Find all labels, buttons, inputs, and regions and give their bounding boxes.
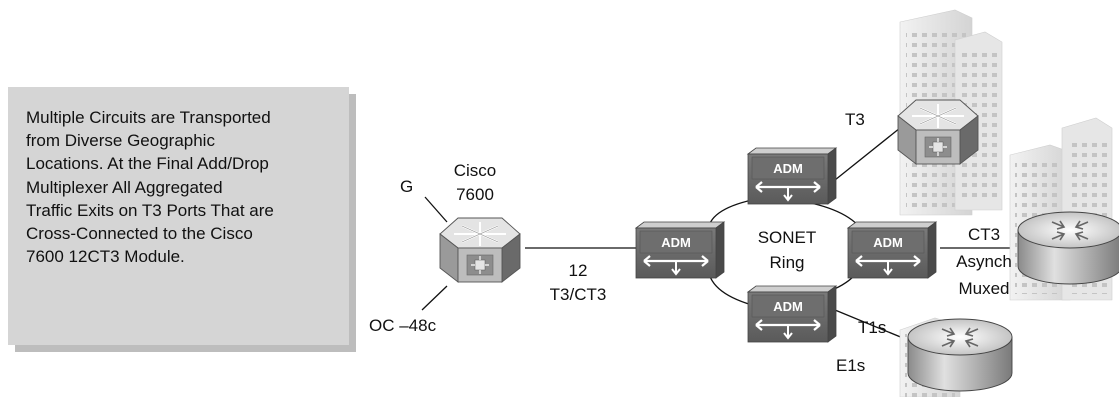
round-router-icon	[907, 318, 1013, 392]
router-title-line2: 7600	[456, 185, 494, 204]
port-oc48c-link	[421, 285, 448, 311]
callout-line: Multiplexer All Aggregated	[26, 177, 223, 197]
ring-label-line1: SONET	[758, 228, 817, 247]
port-label-g: G	[400, 177, 413, 196]
adm-icon	[634, 220, 726, 280]
t1s-label: T1s	[858, 318, 886, 337]
callout-line: Traffic Exits on T3 Ports That are	[26, 200, 274, 220]
router-icon	[439, 217, 521, 283]
description-callout: Multiple Circuits are Transported from D…	[8, 87, 349, 345]
e1s-label: E1s	[836, 356, 865, 375]
switch-icon	[897, 99, 979, 165]
adm-top: ADM	[746, 146, 838, 206]
port-g-link	[424, 196, 448, 223]
callout-line: 7600 12CT3 Module.	[26, 247, 185, 267]
callout-line: from Diverse Geographic	[26, 131, 215, 151]
round-router-icon	[1017, 211, 1119, 285]
adm-icon	[746, 146, 838, 206]
asynch-label: Asynch	[956, 252, 1012, 271]
adm-label: ADM	[873, 235, 903, 250]
callout-line: Locations. At the Final Add/Drop	[26, 154, 269, 174]
muxed-label: Muxed	[958, 279, 1009, 298]
adm-label: ADM	[661, 235, 691, 250]
adm-label: ADM	[773, 299, 803, 314]
t3-label: T3	[845, 110, 865, 129]
adm-left: ADM	[634, 220, 726, 280]
adm-bottom: ADM	[746, 284, 838, 344]
adm-right: ADM	[846, 220, 938, 280]
adm-icon	[846, 220, 938, 280]
trunk-label-line1: 12	[569, 261, 588, 280]
adm-icon	[746, 284, 838, 344]
router-title-line1: Cisco	[454, 161, 497, 180]
callout-line: Cross-Connected to the Cisco	[26, 224, 253, 244]
trunk-label-line2: T3/CT3	[550, 285, 607, 304]
adm-label: ADM	[773, 161, 803, 176]
callout-line: Multiple Circuits are Transported	[26, 108, 271, 127]
ct3-label: CT3	[968, 225, 1000, 244]
port-label-oc48c: OC –48c	[369, 316, 437, 335]
ring-label-line2: Ring	[770, 253, 805, 272]
